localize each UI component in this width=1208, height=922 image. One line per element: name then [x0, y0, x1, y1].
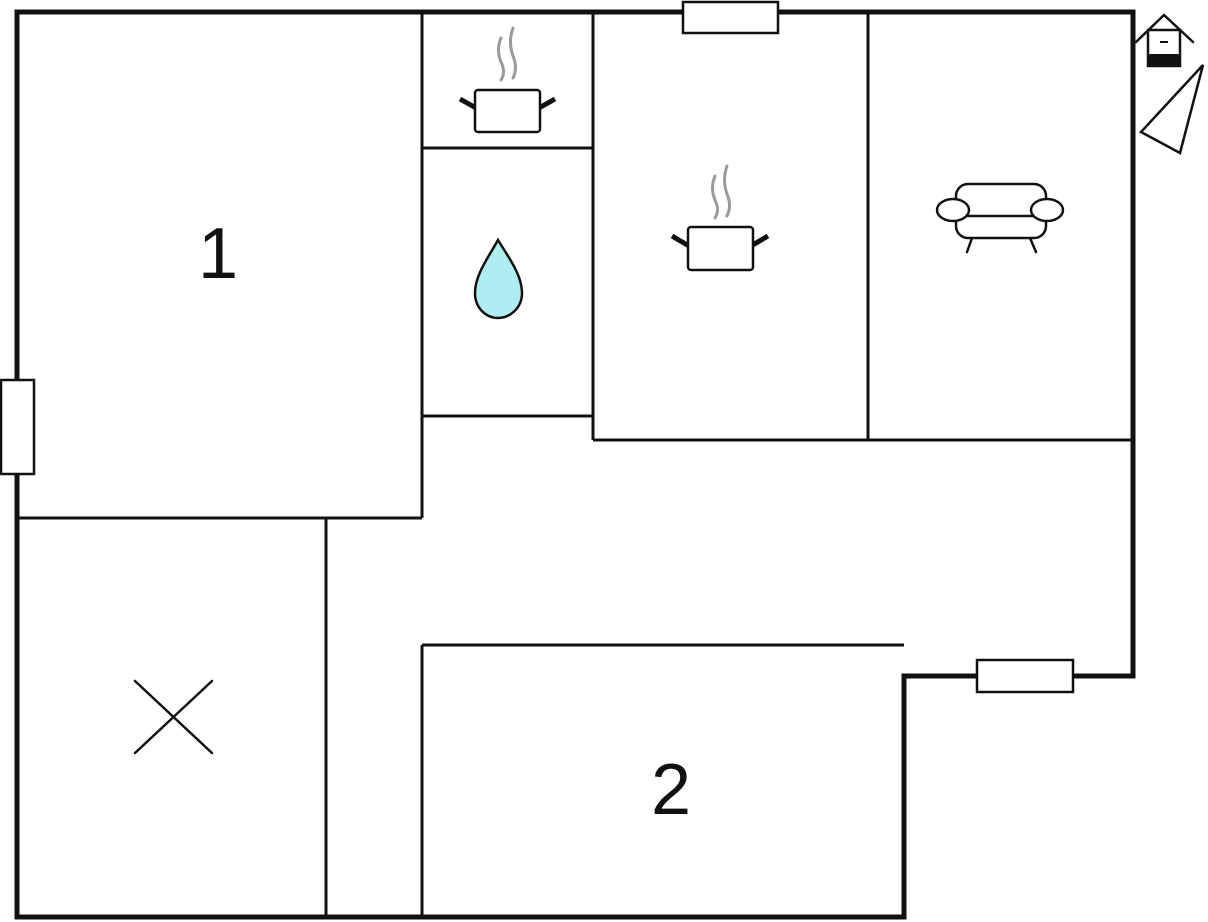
interior-walls [17, 12, 1133, 917]
room-1-label: 1 [198, 214, 238, 294]
room-2-label: 2 [651, 750, 691, 830]
cross-icon [133, 679, 214, 755]
window-left [0, 378, 36, 476]
sofa-icon [935, 182, 1065, 254]
pot-icon [670, 164, 770, 272]
outer-walls [14, 9, 1136, 920]
window-top [681, 0, 780, 35]
pot-icon [458, 26, 557, 134]
north-arrow-icon [1138, 64, 1205, 155]
house-entrance-icon [1134, 13, 1195, 68]
entrance-door [975, 658, 1075, 694]
openings [0, 0, 1075, 694]
water-drop-icon [473, 237, 524, 320]
